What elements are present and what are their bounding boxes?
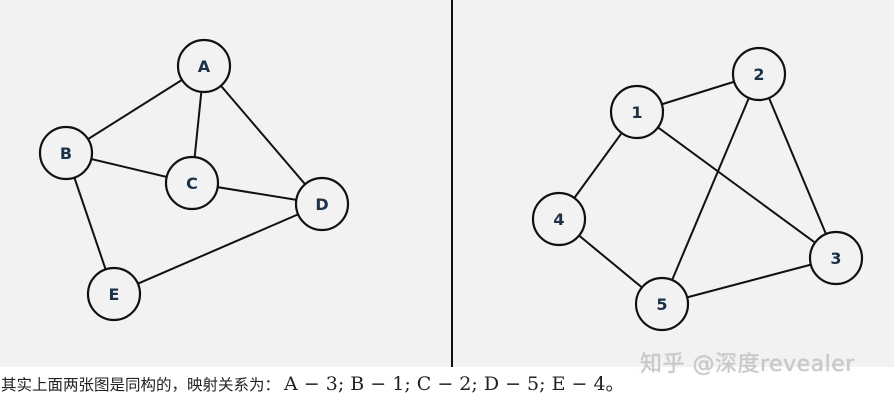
node-circle — [731, 46, 787, 102]
node-label: 5 — [656, 295, 667, 314]
caption: 其实上面两张图是同构的，映射关系为：A − 3; B − 1; C − 2; D… — [1, 372, 625, 396]
right-graph-nodes: 1 2 3 4 5 — [531, 46, 864, 332]
node-circle — [176, 38, 232, 94]
node-circle — [609, 84, 665, 140]
node-label: 1 — [631, 103, 642, 122]
node-circle — [294, 176, 350, 232]
node-label: 2 — [753, 65, 764, 84]
right-node-4: 4 — [531, 191, 587, 247]
node-circle — [38, 125, 94, 181]
node-label: B — [60, 144, 72, 163]
node-label: 4 — [553, 210, 564, 229]
node-circle — [86, 266, 142, 322]
node-circle — [808, 230, 864, 286]
right-node-5: 5 — [634, 276, 690, 332]
node-circle — [634, 276, 690, 332]
right-edge-2-3 — [758, 73, 837, 259]
right-node-1: 1 — [609, 84, 665, 140]
right-node-2: 2 — [731, 46, 787, 102]
node-label: D — [315, 195, 328, 214]
node-circle — [531, 191, 587, 247]
left-edge-D-E — [113, 203, 323, 295]
left-edge-A-D — [203, 65, 323, 205]
left-node-B: B — [38, 125, 94, 181]
graphs-canvas: A B C D E 1 2 3 4 5 — [38, 0, 864, 367]
right-node-3: 3 — [808, 230, 864, 286]
left-graph-nodes: A B C D E — [38, 38, 350, 322]
caption-mapping-math: A − 3; B − 1; C − 2; D − 5; E − 4。 — [284, 373, 625, 395]
left-node-A: A — [176, 38, 232, 94]
watermark: 知乎 @深度revealer — [640, 352, 855, 377]
node-circle — [164, 155, 220, 211]
node-label: A — [198, 57, 211, 76]
right-edge-1-3 — [636, 111, 837, 259]
node-label: 3 — [830, 249, 841, 268]
right-edge-2-5 — [661, 73, 760, 305]
isomorphic-graphs-figure: A B C D E 1 2 3 4 5 — [0, 0, 894, 367]
right-edge-5-3 — [661, 257, 837, 305]
node-label: C — [186, 174, 198, 193]
caption-text: 其实上面两张图是同构的，映射关系为： — [1, 376, 281, 394]
node-label: E — [109, 285, 120, 304]
left-node-C: C — [164, 155, 220, 211]
right-graph-edges — [558, 73, 837, 305]
left-node-E: E — [86, 266, 142, 322]
left-edge-A-B — [65, 65, 205, 154]
left-node-D: D — [294, 176, 350, 232]
